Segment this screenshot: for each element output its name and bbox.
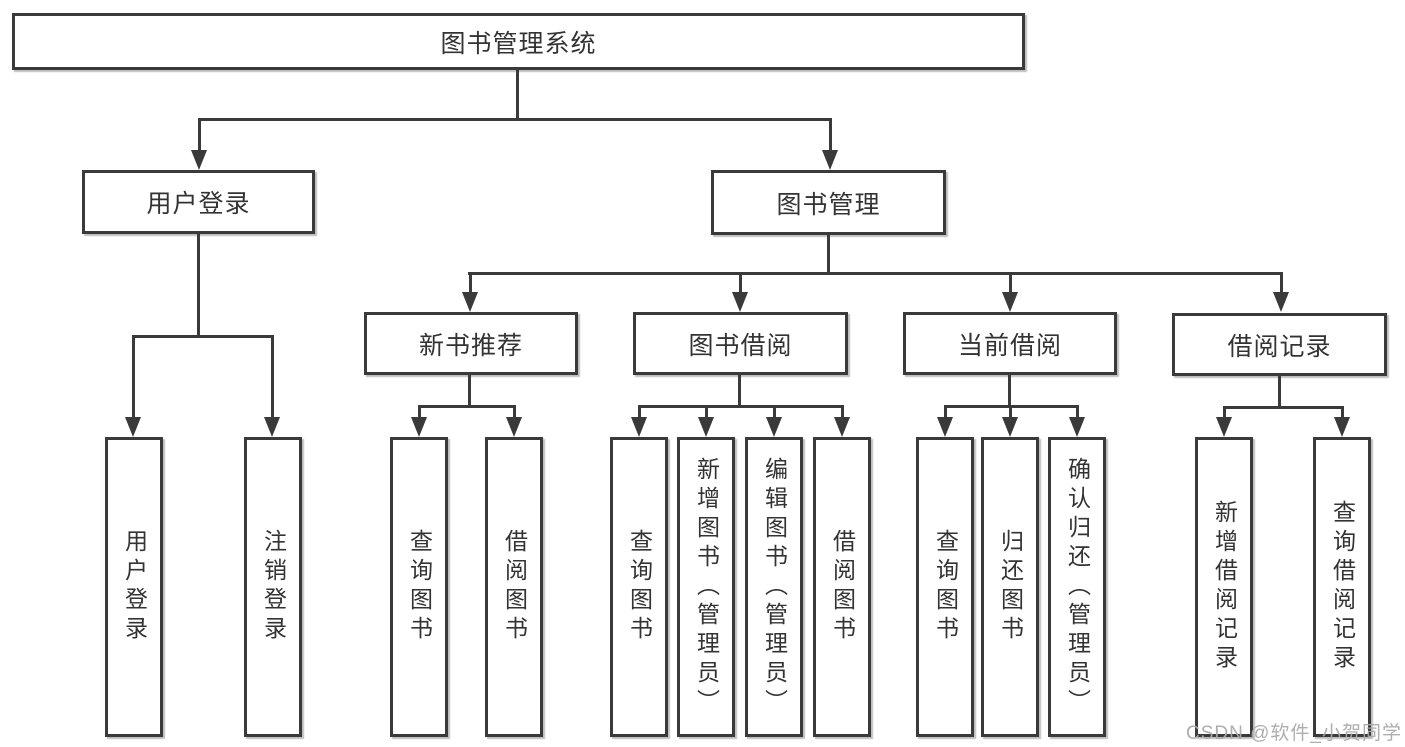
arrow-to-book-borrowing [732, 272, 748, 312]
leaf-user-login: 用户登录 [105, 437, 163, 737]
connector-root-branch [198, 118, 831, 121]
leaf-records-add-record-label: 新增借阅记录 [1211, 500, 1238, 674]
arrow-to-borrowing-records [1273, 272, 1289, 312]
node-root: 图书管理系统 [12, 13, 1025, 70]
leaf-logout-label: 注销登录 [260, 529, 287, 645]
connector-current-stem [1008, 375, 1011, 407]
leaf-borrowing-query-books: 查询图书 [610, 437, 668, 737]
arrow-to-borrowing-borrow [834, 405, 850, 437]
node-new-book-recommend-label: 新书推荐 [418, 331, 523, 360]
leaf-current-return-books: 归还图书 [981, 437, 1039, 737]
node-book-borrowing: 图书借阅 [633, 312, 848, 375]
arrow-to-leaf-logout [264, 335, 280, 437]
connector-recommend-branch [419, 405, 515, 408]
leaf-current-confirm-return-admin-label: 确认归还（管理员） [1064, 456, 1091, 718]
node-current-borrowing-label: 当前借阅 [957, 331, 1062, 360]
arrow-to-current-query [937, 405, 953, 437]
leaf-borrowing-borrow-books-label: 借阅图书 [829, 529, 856, 645]
arrow-to-user-login [191, 118, 207, 170]
leaf-recommend-borrow-books: 借阅图书 [485, 437, 543, 737]
connector-book-management-stem [827, 235, 830, 274]
node-book-borrowing-label: 图书借阅 [688, 331, 793, 360]
csdn-watermark: CSDN @软件_小贺同学 [1186, 723, 1402, 744]
node-book-management: 图书管理 [711, 170, 946, 235]
arrow-to-recommend-query [411, 405, 427, 437]
arrow-to-book-management [822, 118, 838, 170]
node-root-label: 图书管理系统 [440, 29, 597, 58]
leaf-records-add-record: 新增借阅记录 [1195, 437, 1253, 737]
leaf-user-login-label: 用户登录 [121, 529, 148, 645]
leaf-recommend-borrow-books-label: 借阅图书 [501, 529, 528, 645]
connector-user-login-stem [197, 234, 200, 337]
connector-user-login-branch [132, 335, 273, 338]
arrow-to-current-borrowing [1002, 272, 1018, 312]
node-new-book-recommend: 新书推荐 [364, 312, 578, 375]
connector-borrowing-branch [638, 405, 843, 408]
arrow-to-borrowing-query [631, 405, 647, 437]
arrow-to-borrowing-edit [766, 405, 782, 437]
node-borrowing-records-label: 借阅记录 [1227, 332, 1332, 361]
leaf-current-return-books-label: 归还图书 [997, 529, 1024, 645]
leaf-recommend-query-books: 查询图书 [390, 437, 448, 737]
arrow-to-new-book-recommend [462, 272, 478, 312]
node-current-borrowing: 当前借阅 [903, 312, 1117, 375]
node-user-login-label: 用户登录 [146, 190, 251, 218]
leaf-current-query-books: 查询图书 [916, 437, 974, 737]
connector-records-branch [1223, 406, 1343, 409]
leaf-borrowing-edit-books-admin: 编辑图书（管理员） [745, 437, 803, 737]
leaf-records-query-record-label: 查询借阅记录 [1329, 500, 1356, 674]
connector-recommend-stem [468, 375, 471, 407]
leaf-borrowing-borrow-books: 借阅图书 [813, 437, 871, 737]
arrow-to-leaf-user-login [125, 335, 141, 437]
node-book-management-label: 图书管理 [776, 190, 881, 219]
leaf-borrowing-edit-books-admin-label: 编辑图书（管理员） [761, 456, 788, 718]
connector-records-stem [1278, 376, 1281, 407]
arrow-to-recommend-borrow [506, 405, 522, 437]
leaf-recommend-query-books-label: 查询图书 [406, 529, 433, 645]
leaf-borrowing-add-books-admin: 新增图书（管理员） [677, 437, 735, 737]
connector-borrowing-stem [738, 375, 741, 407]
arrow-to-records-query [1334, 406, 1350, 437]
arrow-to-records-add [1216, 406, 1232, 437]
connector-book-management-branch [468, 272, 1282, 275]
node-borrowing-records: 借阅记录 [1172, 313, 1387, 376]
connector-root-stem [516, 70, 519, 118]
arrow-to-current-confirm [1069, 405, 1085, 437]
arrow-to-borrowing-add [698, 405, 714, 437]
leaf-current-confirm-return-admin: 确认归还（管理员） [1048, 437, 1106, 737]
leaf-borrowing-query-books-label: 查询图书 [626, 529, 653, 645]
arrow-to-current-return [1002, 405, 1018, 437]
node-user-login: 用户登录 [82, 170, 315, 234]
leaf-logout: 注销登录 [244, 437, 302, 737]
leaf-current-query-books-label: 查询图书 [932, 529, 959, 645]
leaf-borrowing-add-books-admin-label: 新增图书（管理员） [693, 456, 720, 718]
leaf-records-query-record: 查询借阅记录 [1313, 437, 1371, 737]
